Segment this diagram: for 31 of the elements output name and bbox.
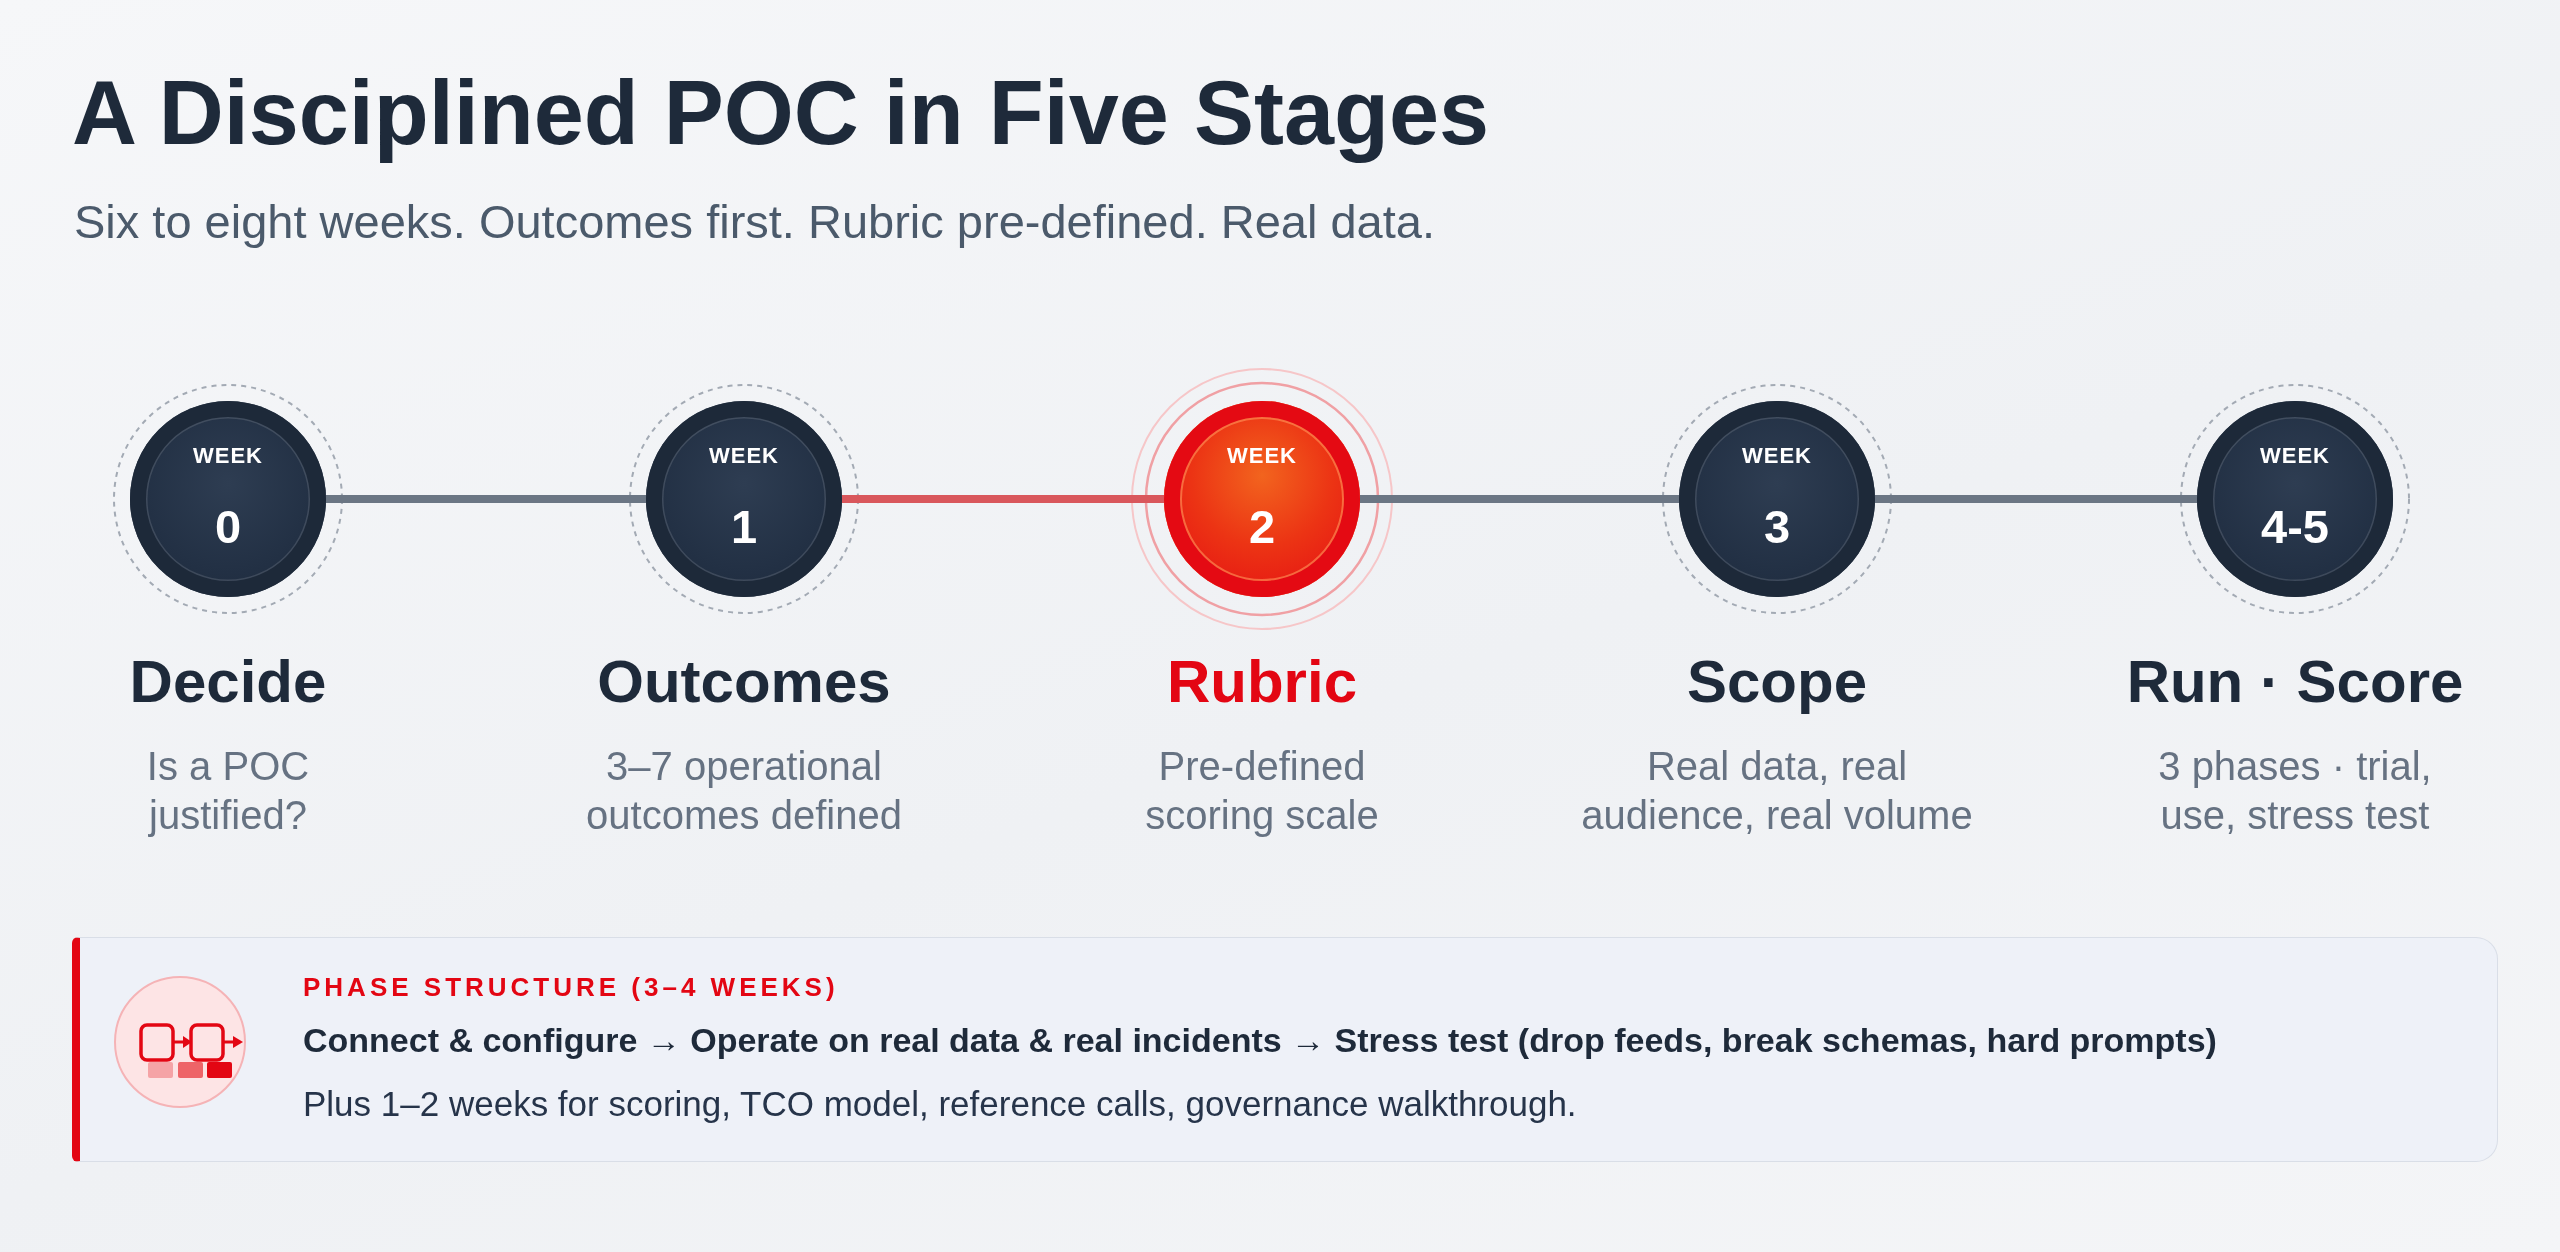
subtitle: Six to eight weeks. Outcomes first. Rubric pre-defined. Real data. xyxy=(74,194,1435,250)
week-label: WEEK xyxy=(708,443,780,470)
section-heading: PHASE STRUCTURE (3–4 WEEKS) xyxy=(303,972,839,1004)
stage-heading: Run · Score xyxy=(2126,647,2464,717)
stage-heading: Decide xyxy=(129,647,327,717)
stage-heading: Outcomes xyxy=(597,647,891,717)
stage-description: Pre-defined scoring scale xyxy=(1144,743,1380,839)
week-number: 0 xyxy=(213,503,243,550)
stage-description: Is a POC justified? xyxy=(145,743,311,839)
week-label: WEEK xyxy=(192,443,264,470)
stage-description: 3 phases · trial, use, stress test xyxy=(2157,743,2433,839)
week-label: WEEK xyxy=(1741,443,1813,470)
stage-description: Real data, real audience, real volume xyxy=(1580,743,1974,839)
connector-line xyxy=(326,495,646,503)
stage-heading: Scope xyxy=(1686,647,1868,717)
week-circle xyxy=(1164,401,1360,597)
page-title: A Disciplined POC in Five Stages xyxy=(72,62,1490,165)
connector-line xyxy=(1875,495,2197,503)
stage-description: 3–7 operational outcomes defined xyxy=(585,743,903,839)
week-number: 2 xyxy=(1247,503,1277,550)
week-number: 1 xyxy=(729,503,759,550)
week-number: 3 xyxy=(1762,503,1792,550)
callout-panel xyxy=(72,937,2498,1162)
stage-heading: Rubric xyxy=(1167,647,1357,717)
week-label: WEEK xyxy=(2259,443,2331,470)
week-label: WEEK xyxy=(1226,443,1298,470)
phase-sequence: Connect & configure → Operate on real data & real incidents → Stress test (drop feeds, break schemas, hard prompts) xyxy=(303,1020,2217,1061)
phase-note: Plus 1–2 weeks for scoring, TCO model, reference calls, governance walkthrough. xyxy=(303,1083,1577,1125)
week-number: 4-5 xyxy=(2260,503,2330,550)
connector-line xyxy=(842,495,1164,503)
connector-line xyxy=(1360,495,1679,503)
